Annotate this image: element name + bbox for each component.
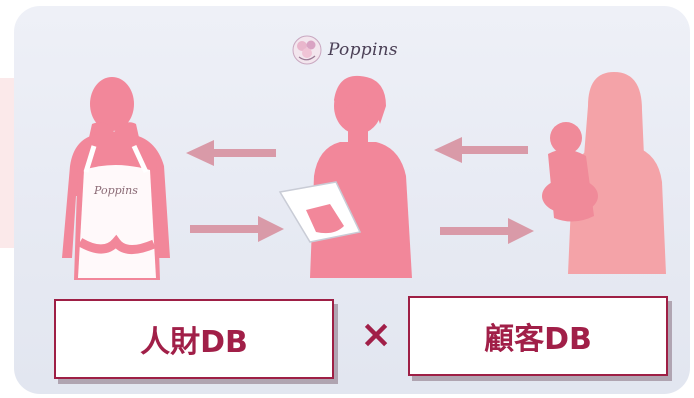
staff-db-label: 人財DB [140, 325, 248, 360]
clipboard [278, 181, 362, 243]
illustration-panel: Poppins Poppins [14, 6, 690, 394]
customer-db-box: 顧客DB [408, 296, 668, 376]
arrow-center-to-parent [440, 218, 534, 244]
left-edge-strip [0, 78, 14, 248]
customer-db-label: 顧客DB [484, 322, 592, 357]
staff-db-box: 人財DB [54, 299, 334, 379]
apron [77, 144, 156, 278]
arrow-staff-to-center [190, 216, 284, 242]
apron-text: Poppins [93, 184, 138, 197]
arrow-parent-to-center [434, 137, 528, 163]
flower-emblem-icon [292, 35, 322, 65]
multiply-symbol: × [360, 312, 392, 356]
arrow-center-to-staff [186, 140, 276, 166]
coordinator-figure [310, 75, 412, 278]
parent-figure [568, 72, 666, 274]
logo-text: Poppins [328, 40, 398, 60]
baby-figure [542, 122, 598, 222]
figures-illustration: Poppins [62, 72, 666, 280]
poppins-logo: Poppins [290, 30, 440, 70]
